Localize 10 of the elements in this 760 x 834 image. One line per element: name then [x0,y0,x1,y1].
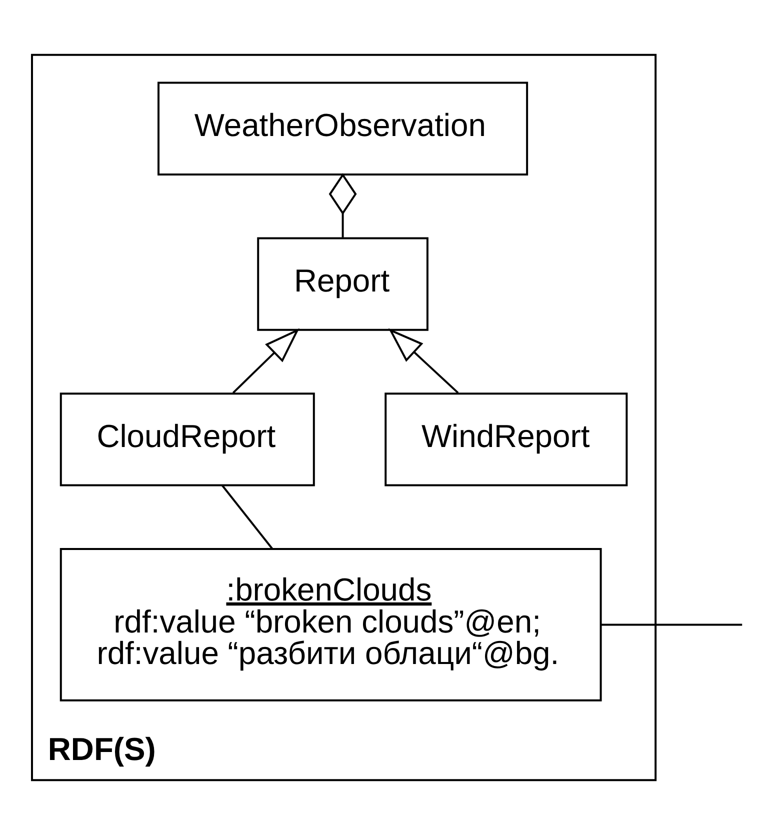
arrow [232,328,300,394]
connector [601,623,742,626]
node-box: WindReport [384,392,628,486]
node-box: :brokenClouds rdf:value “broken clouds”@en; rdf:value “разбити облаци“@bg. [60,548,602,701]
node-box: CloudReport [60,392,315,486]
node-box: Report [257,236,428,330]
connector [328,172,357,237]
node-box: WeatherObservation [158,81,528,175]
connector [221,484,274,550]
arrow [388,328,459,394]
